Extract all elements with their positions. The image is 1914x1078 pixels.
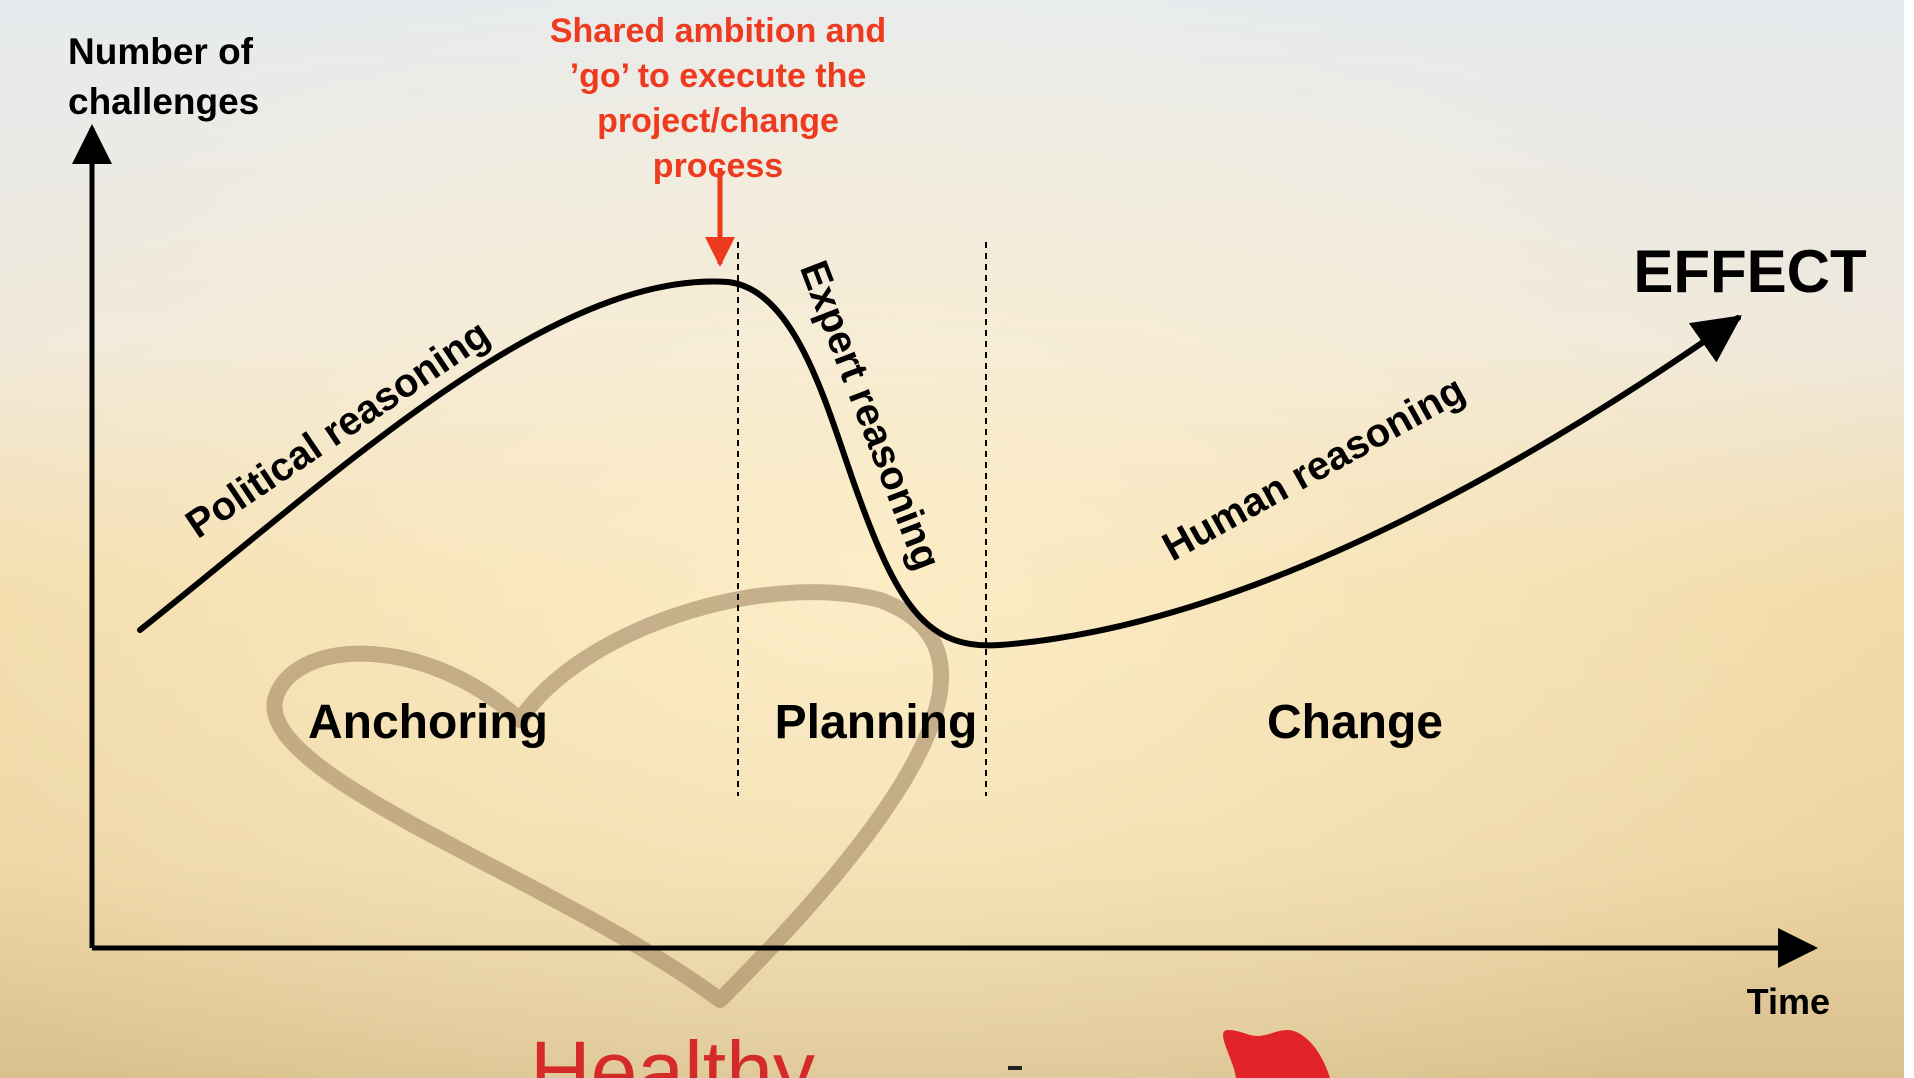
callout-line4: process	[653, 147, 783, 185]
x-axis-label: Time	[1747, 981, 1830, 1022]
effect-label: EFFECT	[1633, 238, 1866, 305]
y-axis-label-line1: Number of	[68, 31, 254, 72]
phase-planning: Planning	[775, 696, 978, 749]
callout-line2: ’go’ to execute the	[570, 57, 867, 95]
y-axis-label-line2: challenges	[68, 81, 259, 122]
phase-anchoring: Anchoring	[308, 696, 548, 749]
callout-line3: project/change	[597, 102, 839, 140]
heart-in-sand-icon	[266, 584, 950, 1008]
challenge-curve	[137, 278, 1742, 649]
callout-line1: Shared ambition and	[550, 12, 886, 50]
right-edge-band	[1904, 0, 1914, 1078]
brand-text: Healthy	[530, 1024, 815, 1078]
phase-change: Change	[1267, 696, 1443, 749]
apple-logo-icon	[1223, 1030, 1330, 1078]
